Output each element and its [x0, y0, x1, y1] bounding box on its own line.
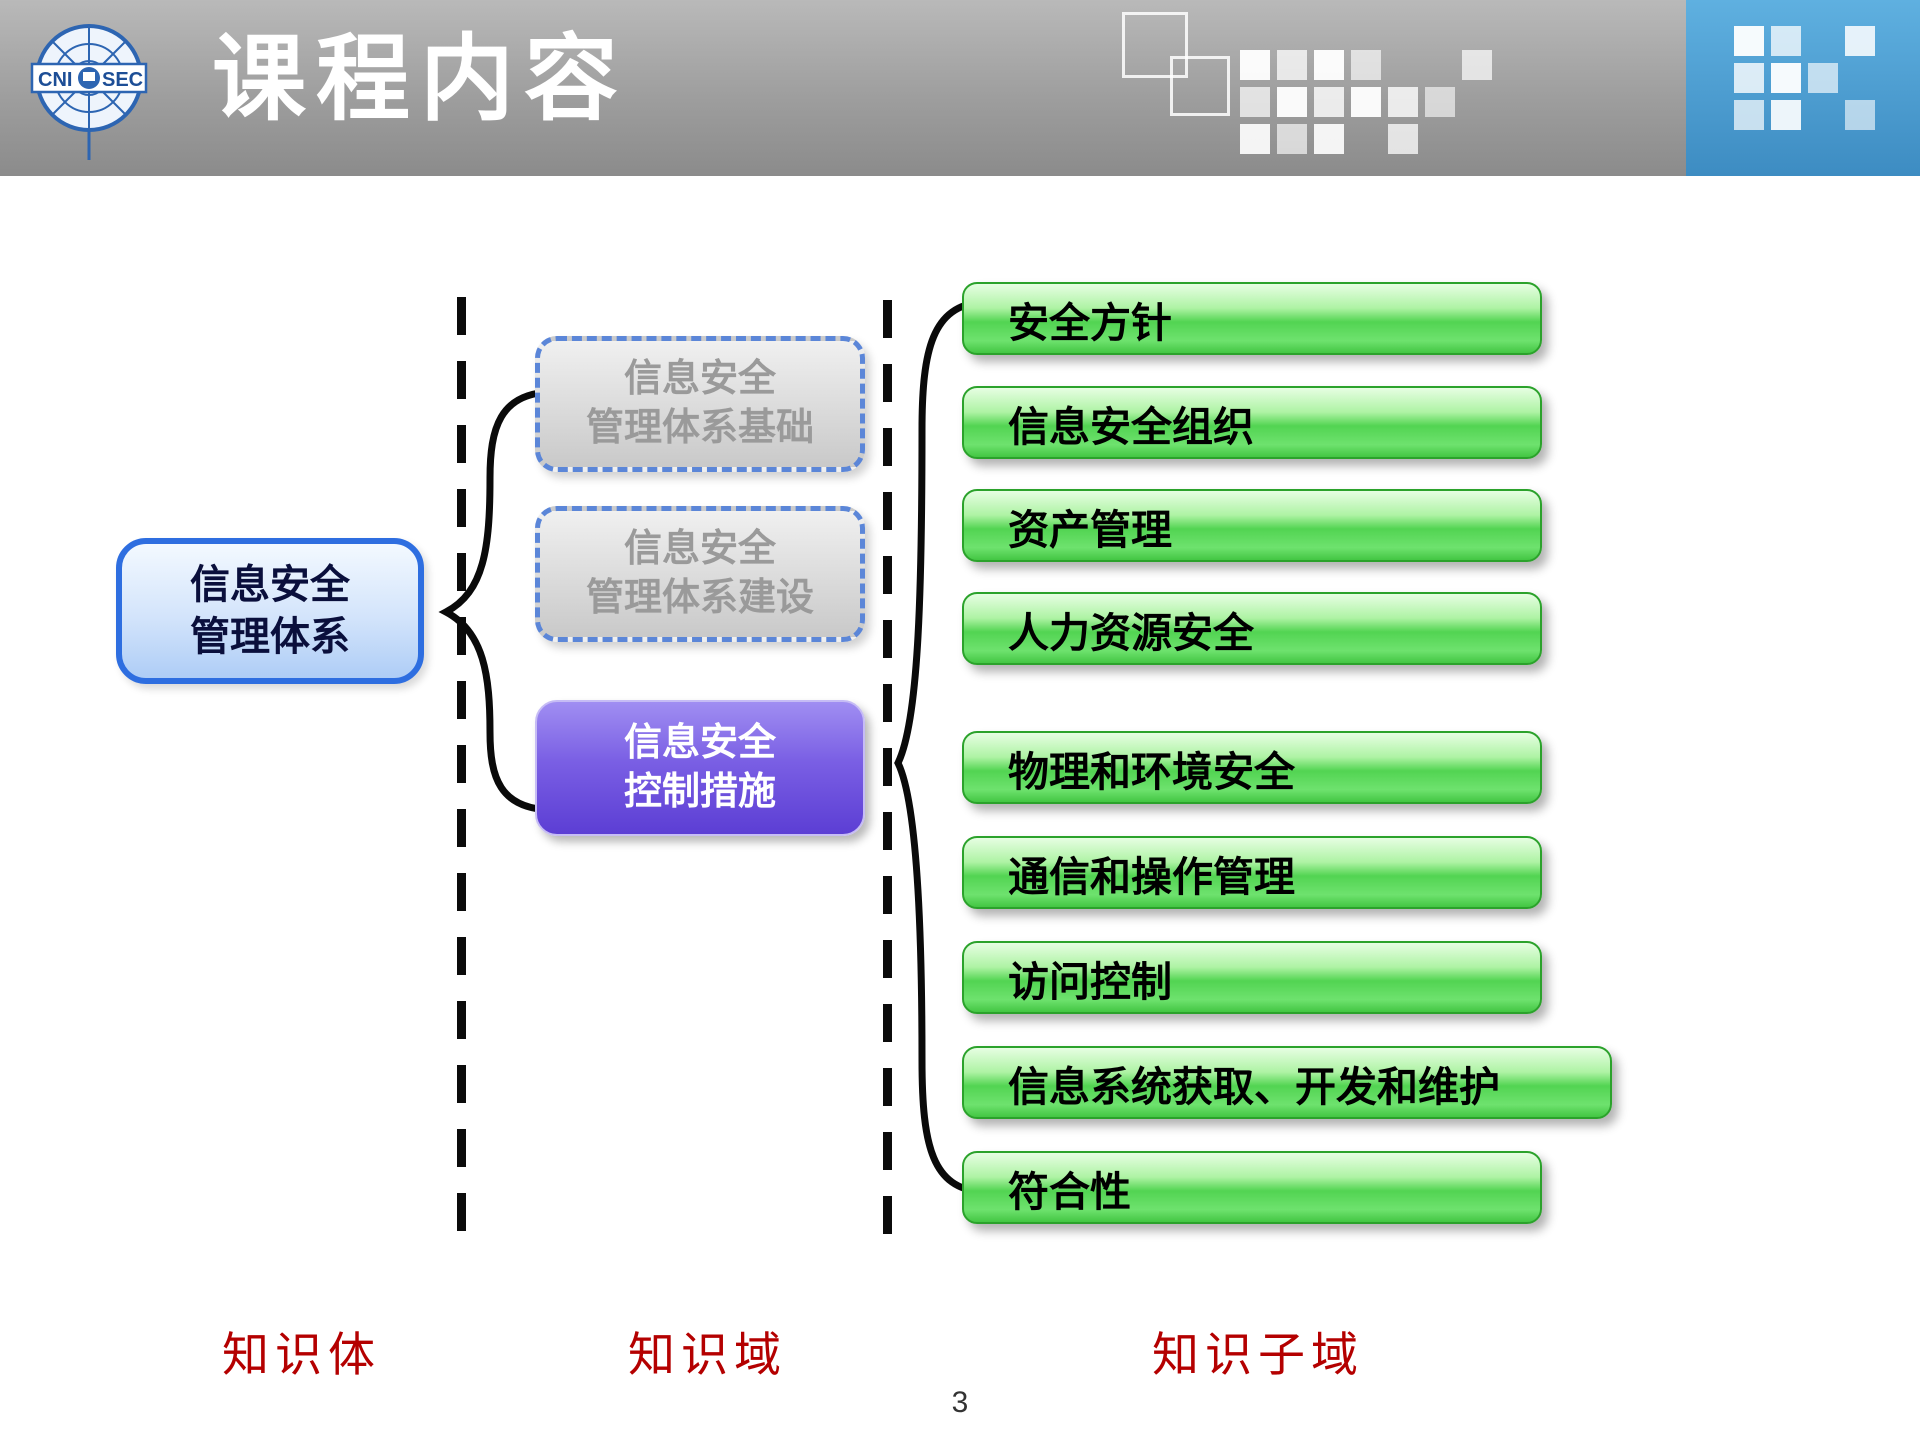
logo-text-left: CNI	[38, 69, 72, 91]
subdomain-box-infosec-organization: 信息安全组织	[962, 386, 1542, 459]
decor-square	[1314, 124, 1344, 154]
legend-knowledge-domain: 知识域	[628, 1330, 787, 1382]
domain-box-isms-construction: 信息安全 管理体系建设	[535, 506, 865, 642]
decor-square	[1734, 100, 1764, 130]
knowledge-body-line2: 管理体系	[190, 614, 350, 659]
logo-text-right: SEC	[102, 69, 143, 91]
knowledge-body-line1: 信息安全	[190, 562, 350, 607]
legend-knowledge-subdomain: 知识子域	[1152, 1330, 1364, 1382]
cnisec-logo-icon: CNI SEC	[30, 24, 148, 160]
subdomain-box-asset-management: 资产管理	[962, 489, 1542, 562]
domain-line2: 管理体系建设	[585, 577, 814, 619]
decor-square	[1351, 87, 1381, 117]
slide-title: 课程内容	[212, 26, 629, 131]
divider-dashed-line-2	[883, 300, 892, 1252]
domain-box-isms-foundation: 信息安全 管理体系基础	[535, 336, 865, 472]
divider-dashed-line-1	[457, 297, 466, 1249]
knowledge-body-box: 信息安全 管理体系	[116, 538, 424, 684]
subdomain-label: 物理和环境安全	[1008, 748, 1295, 795]
subdomain-box-hr-security: 人力资源安全	[962, 592, 1542, 665]
decor-square	[1240, 50, 1270, 80]
subdomain-box-security-policy: 安全方针	[962, 282, 1542, 355]
decor-square	[1240, 87, 1270, 117]
decor-square	[1314, 50, 1344, 80]
subdomain-label: 安全方针	[1008, 299, 1172, 346]
decor-square	[1277, 50, 1307, 80]
decor-square	[1845, 26, 1875, 56]
decor-square	[1277, 124, 1307, 154]
decor-square	[1771, 63, 1801, 93]
decor-square	[1771, 100, 1801, 130]
header-accent-block	[1686, 0, 1920, 176]
decor-square	[1845, 100, 1875, 130]
decor-square	[1240, 124, 1270, 154]
subdomain-label: 符合性	[1008, 1168, 1131, 1215]
subdomain-box-physical-env-security: 物理和环境安全	[962, 731, 1542, 804]
decor-square	[1462, 50, 1492, 80]
header-bar: CNI SEC 课程内容	[0, 0, 1920, 176]
domain-line1: 信息安全	[623, 721, 776, 764]
decor-square	[1314, 87, 1344, 117]
subdomain-label: 信息安全组织	[1008, 403, 1254, 450]
subdomain-box-compliance: 符合性	[962, 1151, 1542, 1224]
legend-knowledge-body: 知识体	[222, 1330, 381, 1382]
subdomain-box-comm-ops-management: 通信和操作管理	[962, 836, 1542, 909]
decor-square	[1388, 124, 1418, 154]
decor-square	[1425, 87, 1455, 117]
decor-square	[1277, 87, 1307, 117]
subdomain-label: 人力资源安全	[1008, 609, 1254, 656]
subdomain-label: 访问控制	[1008, 958, 1172, 1005]
decor-square	[1351, 50, 1381, 80]
decor-square	[1734, 63, 1764, 93]
decor-square	[1734, 26, 1764, 56]
domain-line2: 控制措施	[623, 771, 776, 813]
domain-line2: 管理体系基础	[585, 407, 814, 449]
subdomain-label: 信息系统获取、开发和维护	[1008, 1063, 1500, 1110]
page-number: 3	[951, 1386, 969, 1419]
decor-square	[1388, 87, 1418, 117]
decor-square-outline	[1170, 56, 1230, 116]
domain-line1: 信息安全	[623, 527, 776, 570]
decor-square	[1771, 26, 1801, 56]
subdomain-label: 通信和操作管理	[1008, 853, 1295, 900]
decor-square	[1808, 63, 1838, 93]
domain-box-security-controls: 信息安全 控制措施	[535, 700, 865, 836]
subdomain-box-is-acquisition-dev-maintenance: 信息系统获取、开发和维护	[962, 1046, 1612, 1119]
decor-square-outline	[1122, 12, 1188, 78]
subdomain-box-access-control: 访问控制	[962, 941, 1542, 1014]
subdomain-label: 资产管理	[1008, 506, 1172, 553]
cnisec-logo: CNI SEC	[30, 8, 148, 171]
domain-line1: 信息安全	[623, 357, 776, 400]
